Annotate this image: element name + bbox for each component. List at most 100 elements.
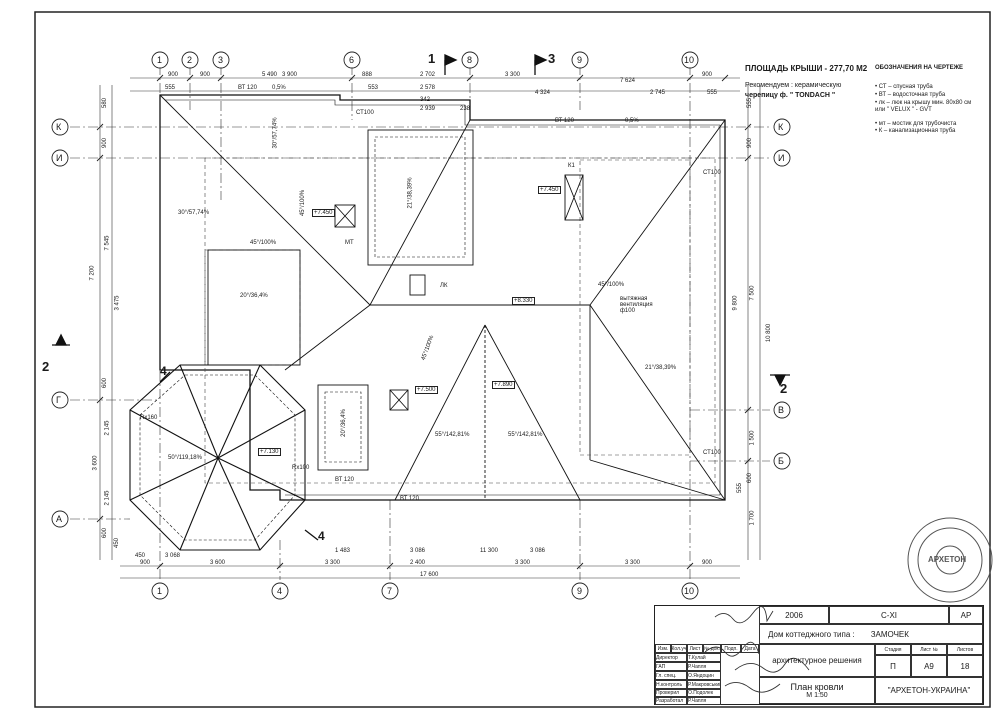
dim-left: 580 [102, 97, 109, 109]
slope-label: 45°/100% [300, 189, 307, 217]
elevation-label: +7.130 [258, 448, 281, 456]
axis-bubble-bottom [571, 582, 589, 600]
dim-bottom: 2 400 [410, 560, 426, 566]
stamp-drawing: План кровли М 1:50 [759, 677, 875, 704]
dim-top: 900 [200, 72, 211, 78]
dimension-lines [99, 77, 761, 579]
elevation-label: +7.450 [312, 209, 335, 217]
dim-left: 3 475 [114, 295, 121, 311]
dim-right: 1 500 [749, 430, 756, 446]
house-type-label: Дом коттеджного типа : [768, 629, 855, 639]
axis-bubble-bottom [151, 582, 169, 600]
slope-label: 50°/119,18% [168, 455, 202, 461]
section-mark-label: 2 [42, 359, 50, 374]
axis-bubble-right [773, 118, 791, 136]
axis-lines-vertical [159, 65, 691, 580]
slope-label: 45°/100% [598, 282, 625, 288]
stamp-stage: П [875, 655, 911, 677]
legend-item: или " VELUX " - GVT [875, 107, 932, 113]
axis-label: 8 [467, 55, 473, 65]
axis-bubble-top [212, 51, 230, 69]
axis-bubble-bottom [681, 582, 699, 600]
wall-lines [204, 157, 716, 484]
stamp-person: О.Подолек [687, 689, 721, 697]
downpipe-label: СТ100 [356, 110, 374, 116]
dim-top: 2 939 [420, 106, 436, 112]
dim-bottom: 900 [140, 560, 151, 566]
stamp-code: С-XI [829, 606, 949, 624]
stamp-role: Проверил [655, 689, 687, 697]
dim-top: ВТ 120 [238, 85, 257, 91]
legend-item: • лк – люк на крышу мин. 80х80 см [875, 100, 972, 106]
dim-right: 1 700 [749, 510, 756, 526]
roof-hatch [409, 274, 426, 296]
axis-label: К [778, 122, 784, 132]
axis-label: А [56, 514, 63, 524]
dormer-small [317, 384, 369, 471]
stamp-role: Гл. спец. [655, 671, 687, 680]
hatch-label: ЛК [440, 283, 448, 289]
company-seal [907, 517, 993, 603]
dim-right: 10 800 [766, 323, 773, 343]
axis-label: Г [56, 395, 61, 405]
radius-label: Rx160 [140, 415, 158, 421]
axis-bubble-right [773, 452, 791, 470]
roof-ridges [159, 94, 726, 501]
legend-item: • К – канализационная труба [875, 128, 956, 134]
stamp-person: О.Яндоцин [687, 671, 721, 680]
axis-bubbles [51, 51, 791, 600]
drawing-title: План кровли [790, 682, 844, 692]
dimension-ticks [96, 74, 752, 570]
dim-top: 0,5% [272, 85, 286, 91]
dim-left: 450 [114, 537, 121, 549]
gutter-label: ВТ 120 [400, 496, 419, 502]
axis-bubble-right [773, 149, 791, 167]
elevation-label: +7.450 [538, 186, 561, 194]
dim-left: 600 [102, 527, 109, 539]
house-name: ЗАМОЧЕК [870, 629, 909, 639]
stamp-sheet-h: Лист № [911, 644, 947, 655]
axis-label: 10 [684, 586, 695, 596]
axis-bubble-bottom [381, 582, 399, 600]
axis-label: 4 [277, 586, 283, 596]
axis-bubble-right [773, 401, 791, 419]
axis-bubble-top [571, 51, 589, 69]
dim-left: 900 [102, 137, 109, 149]
slope-label: 55°/142,81% [508, 432, 543, 438]
dormer-top [367, 129, 474, 266]
dim-right: 600 [747, 472, 754, 484]
dim-top: 342 [420, 97, 431, 103]
dim-left: 2 145 [104, 490, 111, 506]
axis-label: 9 [577, 586, 583, 596]
stamp-stage-h: Стадия [875, 644, 911, 655]
dim-top: 2 745 [650, 90, 666, 96]
axis-label: К [56, 122, 62, 132]
recommend-line-1: Рекомендуем : керамическую [745, 82, 842, 89]
stamp-col-header: Кол.уч [671, 644, 687, 653]
axis-label: 10 [684, 55, 695, 65]
octagon-tower [129, 364, 306, 551]
stamp-role: Н.контроль [655, 680, 687, 689]
axis-bubble-top [461, 51, 479, 69]
axis-bubble-left [51, 391, 69, 409]
dim-right: 900 [747, 137, 754, 149]
axis-bubble-left [51, 149, 69, 167]
dim-bottom: 450 [135, 553, 146, 559]
axis-label: 1 [157, 55, 163, 65]
dim-left: 3 600 [92, 455, 99, 471]
stamp-person: Р.Макровський [687, 680, 721, 689]
axis-bubble-left [51, 510, 69, 528]
dim-top: 7 624 [620, 78, 636, 84]
slope-pct: 0,5% [625, 118, 639, 124]
section-mark-label: 1 [428, 51, 436, 66]
slope-label: 20°/36,4% [240, 293, 268, 299]
stamp-sheets-h: Листов [947, 644, 983, 655]
dim-bottom: 11 300 [480, 548, 498, 554]
section-marks [52, 53, 790, 541]
dim-left: 2 145 [104, 420, 111, 436]
sheet-border [34, 11, 991, 708]
stamp-ap: АР [949, 606, 983, 624]
dim-top: 900 [702, 72, 713, 78]
stamp-col-header: № док. [703, 644, 721, 653]
